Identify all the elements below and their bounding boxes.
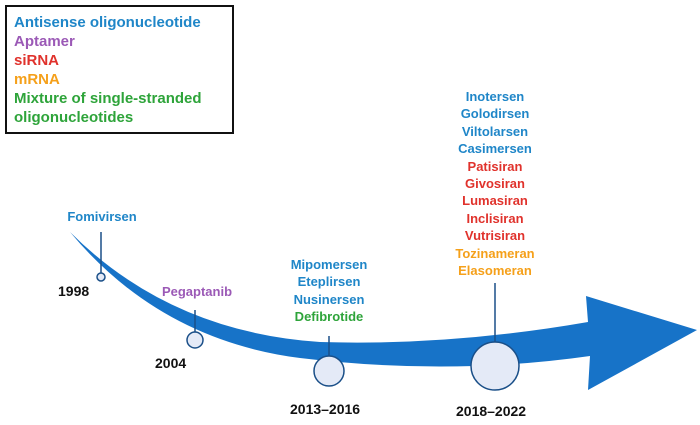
drug-name: Eteplirsen [297,274,361,290]
milestone-nodes [96,272,520,391]
drug-name: Givosiran [465,176,525,192]
drug-name: Nusinersen [293,291,365,307]
drug-name: Inotersen [465,89,525,104]
drug-name: Golodirsen [460,106,530,122]
drug-name: Fomivirsen [67,209,137,224]
milestone-node [96,272,106,282]
year-label: 2018–2022 [456,403,527,419]
drug-name: Inclisiran [466,210,524,226]
drug-name: Tozinameran [455,245,535,261]
legend-item: mRNA [14,71,60,88]
drug-name: Mipomersen [290,257,368,272]
drug-name: Vutrisiran [464,228,526,244]
year-label: 2004 [155,355,187,371]
drug-name: Lumasiran [462,193,528,209]
milestone-node [470,341,520,391]
year-label: 1998 [58,283,90,299]
milestone-node [313,355,345,387]
connector-lines [100,232,496,356]
legend-item: siRNA [14,52,60,69]
drug-name: Elasomeran [458,263,532,279]
drug-list: Pegaptanib [162,283,232,300]
legend-item: Mixture of single-stranded [14,90,202,107]
drug-name: Casimersen [458,141,532,157]
drug-name: Patisiran [467,158,523,174]
legend-item: Antisense oligonucleotide [14,14,201,31]
drug-name: Pegaptanib [161,284,233,299]
drug-list: Fomivirsen [67,208,136,225]
milestone-node [186,331,204,349]
year-label: 2013–2016 [290,401,361,417]
drug-name: Defibrotide [294,309,364,325]
legend-item: Aptamer [14,33,75,50]
timeline-arrow [70,232,697,390]
drug-name: Viltolarsen [461,123,529,139]
legend-item: oligonucleotides [14,109,134,126]
